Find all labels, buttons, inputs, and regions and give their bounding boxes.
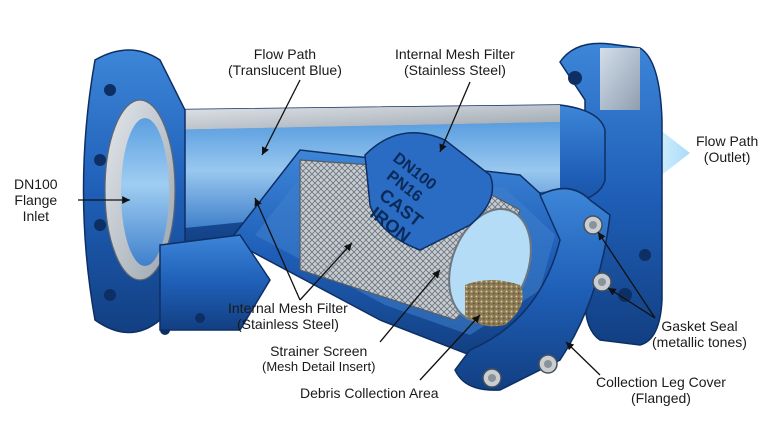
flange-bolt-hole xyxy=(195,313,205,323)
label-collection-cover: Collection Leg Cover (Flanged) xyxy=(596,374,726,406)
leader-cover xyxy=(565,341,601,376)
flange-base xyxy=(159,234,271,331)
label-debris-area: Debris Collection Area xyxy=(300,385,439,401)
label-flow-path-top: Flow Path (Translucent Blue) xyxy=(228,46,342,78)
leader-debris xyxy=(419,314,481,381)
leader-mesh-filter-bottom xyxy=(254,197,301,301)
label-flow-path-outlet: Flow Path (Outlet) xyxy=(696,133,759,165)
collection-leg-cover xyxy=(454,187,611,391)
leader-mesh-filter-bottom-2 xyxy=(299,242,353,301)
cover-bolt xyxy=(482,368,502,388)
cover-bolt xyxy=(538,354,558,374)
label-gasket-seal: Gasket Seal (metallic tones) xyxy=(652,318,747,350)
leader-strainer-screen xyxy=(379,269,441,343)
body-marking-plate xyxy=(364,132,494,251)
label-mesh-filter-bottom: Internal Mesh Filter (Stainless Steel) xyxy=(228,300,348,332)
label-mesh-filter-top: Internal Mesh Filter (Stainless Steel) xyxy=(395,46,515,78)
gasket-bolt xyxy=(592,272,612,292)
leader-gasket-2 xyxy=(607,287,656,319)
label-strainer-screen: Strainer Screen (Mesh Detail Insert) xyxy=(262,343,376,374)
leader-mesh-filter-top xyxy=(439,81,471,153)
gasket-bolt xyxy=(583,215,603,235)
label-inlet: DN100 Flange Inlet xyxy=(14,176,58,224)
leader-gasket-1 xyxy=(597,231,656,319)
leader-flow-path-top xyxy=(261,79,301,156)
